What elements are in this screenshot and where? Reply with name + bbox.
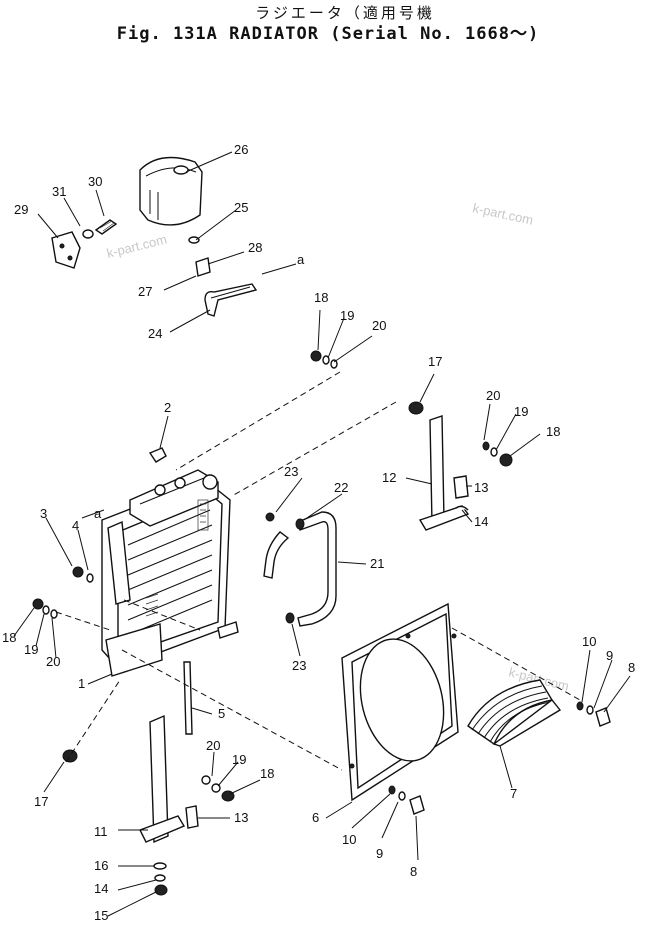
callout-20: 20 (372, 318, 386, 333)
callout-10: 10 (342, 832, 356, 847)
callout-17: 17 (34, 794, 48, 809)
callout-1: 1 (78, 676, 85, 691)
callout-8: 8 (628, 660, 635, 675)
callout-14: 14 (474, 514, 488, 529)
pipe-5 (183, 661, 193, 735)
figure-title: Fig. 131A RADIATOR (Serial No. 1668～) (116, 24, 540, 44)
callout-31: 31 (52, 184, 66, 199)
bolt-30 (94, 219, 118, 235)
watermark: k-part.com (471, 200, 534, 227)
callout-23: 23 (284, 464, 298, 479)
callout-24: 24 (148, 326, 162, 341)
upper-tank (129, 469, 219, 527)
tank-cap (173, 165, 189, 175)
callout-9: 9 (606, 648, 613, 663)
reserve-tank (139, 156, 203, 226)
callout-7: 7 (510, 786, 517, 801)
callout-10: 10 (582, 634, 596, 649)
lower-tank (105, 623, 163, 677)
callout-28: 28 (248, 240, 262, 255)
callout-20: 20 (486, 388, 500, 403)
hose-23 (263, 531, 290, 579)
dashed-connectors (55, 263, 581, 771)
left-bracket (32, 350, 338, 896)
callout-18: 18 (546, 424, 560, 439)
figure-title-japanese: ラジエータ（適用号機 (255, 4, 435, 22)
callout-29: 29 (14, 202, 28, 217)
hose-assembly (263, 511, 337, 627)
callout-19: 19 (232, 752, 246, 767)
radiator-core (72, 447, 239, 735)
callout-2: 2 (164, 400, 171, 415)
leader-lines (13, 151, 631, 917)
callout-8: 8 (410, 864, 417, 879)
side-channel (107, 520, 131, 605)
callout-19: 19 (340, 308, 354, 323)
callout-17: 17 (428, 354, 442, 369)
fitting-27 (195, 257, 211, 277)
connector-label-a: a (94, 506, 102, 521)
bracket-29 (51, 231, 81, 269)
callout-26: 26 (234, 142, 248, 157)
callout-22: 22 (334, 480, 348, 495)
callout-19: 19 (24, 642, 38, 657)
callout-30: 30 (88, 174, 102, 189)
callout-16: 16 (94, 858, 108, 873)
reserve-tank-assembly (51, 156, 258, 317)
callout-4: 4 (72, 518, 79, 533)
clamp-25 (188, 236, 200, 244)
callout-11: 11 (94, 824, 108, 839)
callout-14: 14 (94, 881, 108, 896)
cap-2 (148, 447, 167, 463)
callout-12: 12 (382, 470, 396, 485)
callout-18: 18 (260, 766, 274, 781)
callout-15: 15 (94, 908, 108, 923)
callout-19: 19 (514, 404, 528, 419)
callout-18: 18 (314, 290, 328, 305)
callout-21: 21 (370, 556, 384, 571)
fan-shroud (341, 602, 611, 815)
callout-27: 27 (138, 284, 152, 299)
hose-21 (297, 511, 337, 627)
callout-18: 18 (2, 630, 16, 645)
hose-24 (204, 283, 258, 317)
callout-13: 13 (234, 810, 248, 825)
callout-25: 25 (234, 200, 248, 215)
callout-23: 23 (292, 658, 306, 673)
callout-20: 20 (206, 738, 220, 753)
callout-6: 6 (312, 810, 319, 825)
watermark: k-part.com (105, 232, 168, 261)
fan-guard (467, 679, 562, 747)
callout-9: 9 (376, 846, 383, 861)
callout-20: 20 (46, 654, 60, 669)
connector-label-a: a (297, 252, 305, 267)
callout-5: 5 (218, 706, 225, 721)
right-bracket (408, 401, 513, 531)
washer-31 (82, 229, 94, 239)
callout-13: 13 (474, 480, 488, 495)
callout-3: 3 (40, 506, 47, 521)
